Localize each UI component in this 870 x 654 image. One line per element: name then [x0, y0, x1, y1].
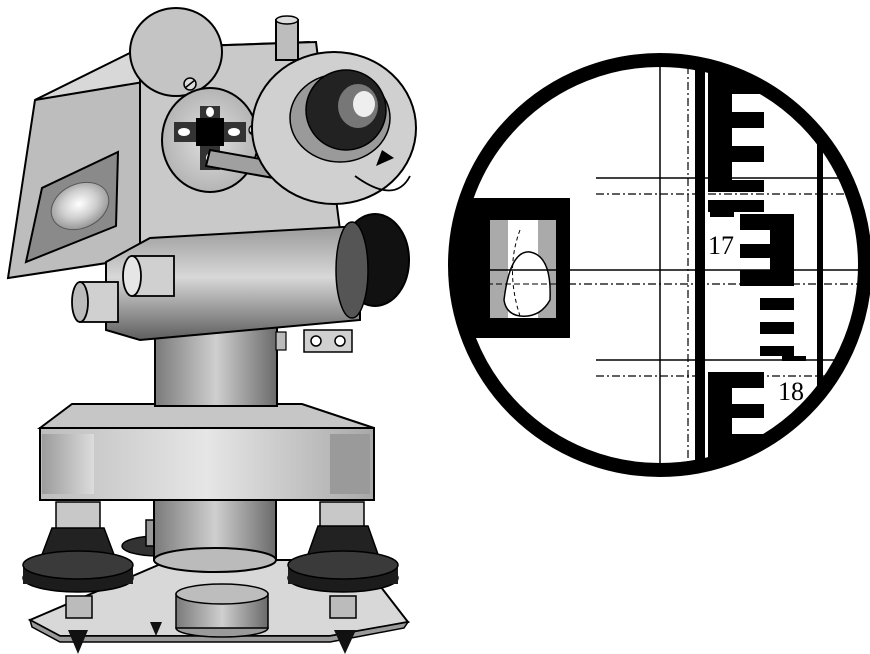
telescope-clamp-screws — [276, 330, 352, 352]
mirror-disc — [130, 8, 222, 96]
eyepiece — [252, 52, 416, 204]
center-disc — [176, 584, 268, 604]
spike-foot-right — [334, 630, 356, 654]
bubble-dial — [162, 88, 259, 192]
staff-label-17: 17 — [708, 231, 734, 260]
eyepiece-view: 17 18 — [440, 50, 870, 490]
staff-label-18: 18 — [778, 377, 804, 406]
surveying-level-instrument — [8, 8, 416, 654]
bubble-viewer — [460, 198, 570, 338]
